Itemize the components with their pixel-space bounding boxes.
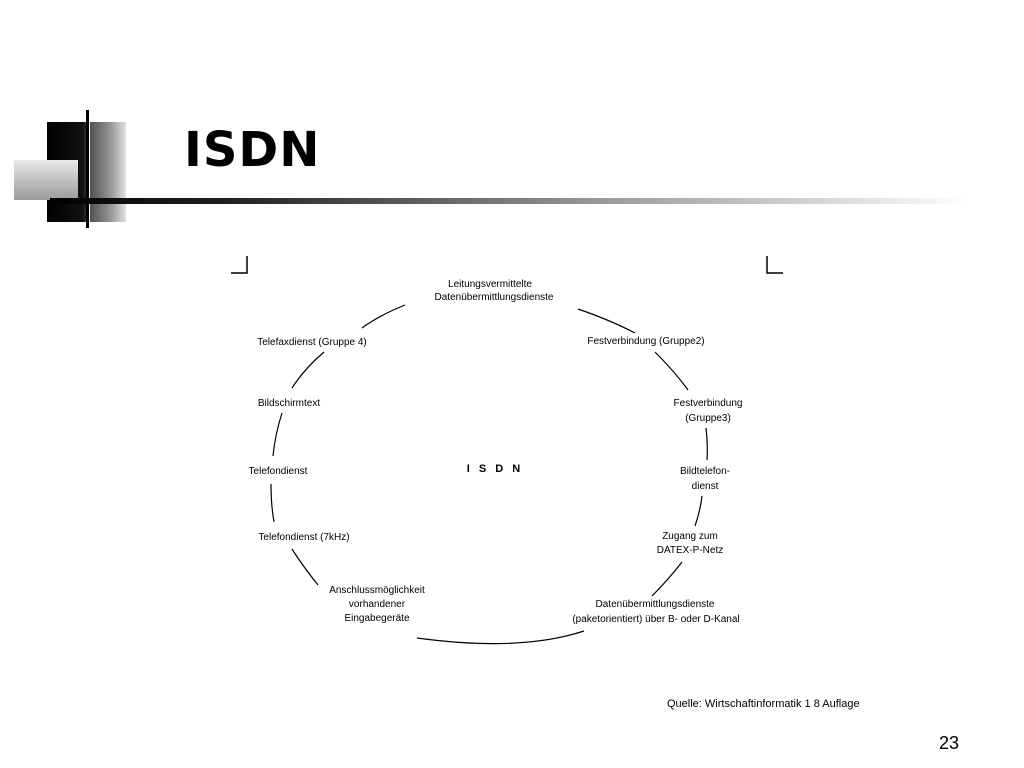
node-label-line: vorhandener [349,599,406,610]
node-festverbindung-gruppe3: Festverbindung (Gruppe3) [674,398,743,424]
node-label-line: Datenübermittlungsdienste [596,599,715,610]
decor-square-gray [14,160,78,200]
ring-arc [705,427,708,461]
ring-arc [291,351,325,389]
node-label-line: (paketorientiert) über B- oder D-Kanal [572,614,739,625]
corner-mark-right [766,256,783,274]
node-zugang-datex: Zugang zum DATEX-P-Netz [657,531,724,556]
node-datenuebermittlung-paket: Datenübermittlungsdienste (paketorientie… [572,599,739,625]
node-label-line: dienst [692,481,719,492]
ring-arc [694,495,703,527]
ring-arc [651,561,683,597]
node-telefondienst-7khz: Telefondienst (7kHz) [258,532,349,543]
node-label-line: Bildtelefon- [680,466,730,477]
ring-arc [291,548,319,586]
node-label-line: Telefondienst (7kHz) [258,532,349,543]
ring-arc [577,308,636,334]
node-festverbindung-gruppe2: Festverbindung (Gruppe2) [587,336,704,347]
node-bildschirmtext: Bildschirmtext [258,398,320,409]
node-label-line: Telefondienst [249,466,308,477]
node-bildtelefondienst: Bildtelefon- dienst [680,466,730,492]
node-label-line: Leitungsvermittelte [448,279,532,290]
slide-title: ISDN [184,122,321,178]
node-label-line: Zugang zum [662,531,718,542]
diagram-center-label: I S D N [467,463,523,475]
page-number: 23 [939,733,960,753]
node-label-line: Anschlussmöglichkeit [329,585,425,596]
node-label-line: Festverbindung (Gruppe2) [587,336,704,347]
node-telefondienst: Telefondienst [249,466,308,477]
node-leitungsvermittelte: Leitungsvermittelte Datenübermittlungsdi… [435,279,554,303]
corner-mark-left [231,256,248,274]
node-label-line: Festverbindung [674,398,743,409]
node-label-line: Telefaxdienst (Gruppe 4) [257,337,367,348]
node-label-line: DATEX-P-Netz [657,545,724,556]
node-label-line: Bildschirmtext [258,398,320,409]
decor-square-gradient [90,122,126,222]
ring-arc [270,483,275,523]
node-telefaxdienst: Telefaxdienst (Gruppe 4) [257,337,367,348]
node-label-line: Eingabegeräte [344,613,409,624]
node-anschlussmoeglichkeit: Anschlussmöglichkeit vorhandener Eingabe… [329,585,425,624]
ring-arc [361,304,406,329]
node-label-line: (Gruppe3) [685,413,731,424]
title-underline [50,198,970,204]
decor-vertical-line [86,110,89,228]
ring-arc [654,351,689,391]
ring-arc [416,630,585,645]
node-label-line: Datenübermittlungsdienste [435,292,554,303]
source-caption: Quelle: Wirtschaftinformatik 1 8 Auflage [667,698,860,710]
ring-arc [272,412,283,457]
